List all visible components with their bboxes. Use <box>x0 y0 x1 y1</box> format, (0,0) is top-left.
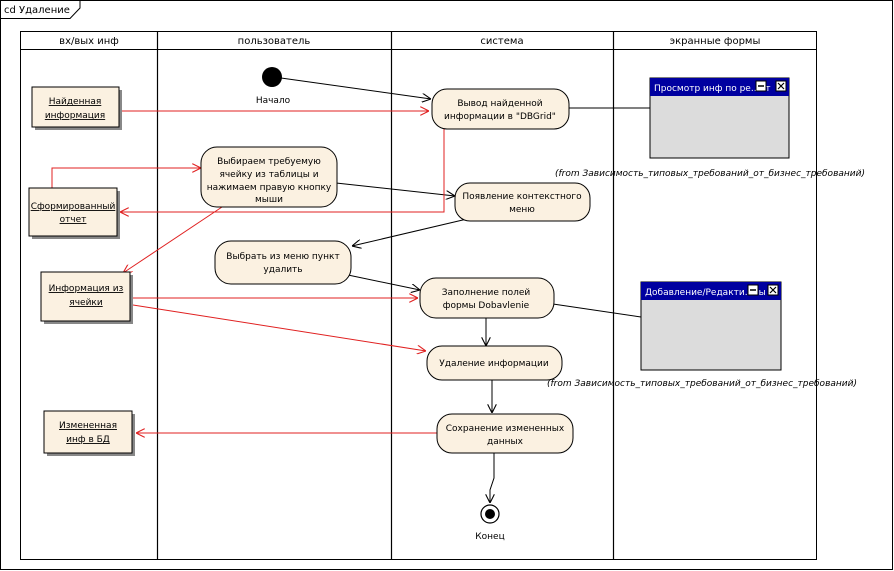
svg-text:Выбираем требуемую: Выбираем требуемую <box>217 157 321 167</box>
form-dobavlenie-note: (from Зависимость_типовых_требований_от_… <box>547 379 857 389</box>
frame-tab <box>0 0 81 19</box>
activity-vyvod[interactable]: Вывод найденной информации в "DBGrid" <box>431 88 570 130</box>
svg-text:Заполнение полей: Заполнение полей <box>442 288 531 298</box>
activity-vybiraem[interactable]: Выбираем требуемую ячейку из таблицы и н… <box>200 146 338 208</box>
svg-text:меню: меню <box>509 205 535 215</box>
flow-poyavlenie-to-vybrat <box>352 218 468 246</box>
svg-text:Сформированный: Сформированный <box>31 202 116 212</box>
flow-start-to-vyvod <box>280 77 431 99</box>
lane-io: вх/вых инф <box>59 36 119 47</box>
svg-text:Выбрать из меню пункт: Выбрать из меню пункт <box>226 252 339 262</box>
svg-text:мыши: мыши <box>255 195 283 205</box>
svg-text:ячейки: ячейки <box>69 298 103 308</box>
activity-udalenie[interactable]: Удаление информации <box>426 345 563 381</box>
lane-system: система <box>480 36 523 47</box>
start-node <box>262 67 282 87</box>
svg-text:Сохранение измененных: Сохранение измененных <box>446 424 565 434</box>
svg-text:Удаление информации: Удаление информации <box>439 359 549 369</box>
end-label: Конец <box>475 532 504 542</box>
svg-text:Вывод найденной: Вывод найденной <box>457 99 542 109</box>
svg-text:Появление контекстного: Появление контекстного <box>462 192 582 202</box>
object-izmenennaya[interactable]: Измененная инф в БД <box>43 410 135 456</box>
flow-vybrat-to-zapolnenie <box>347 274 420 290</box>
flow-vybiraem-to-poyavlenie <box>335 182 455 196</box>
form-dobavlenie[interactable]: Добавление/Редакти...вы <box>640 281 782 371</box>
flow-informaciya-to-udalenie <box>132 304 426 351</box>
object-informaciya[interactable]: Информация из ячейки <box>40 271 133 324</box>
svg-text:отчет: отчет <box>60 215 87 225</box>
svg-text:инф в БД: инф в БД <box>66 435 110 445</box>
lane-forms: экранные формы <box>670 36 761 47</box>
swimlanes: вх/вых инф пользователь система экранные… <box>20 31 817 560</box>
form-prosmotr[interactable]: Просмотр инф по ре...нт <box>649 77 790 159</box>
svg-text:Информация из: Информация из <box>49 284 124 294</box>
frame-title: cd Удаление <box>4 5 70 16</box>
start-label: Начало <box>256 96 291 106</box>
form-prosmotr-title: Просмотр инф по ре...нт <box>654 84 771 94</box>
activity-sohranenie[interactable]: Сохранение измененных данных <box>436 413 574 454</box>
object-naydennaya[interactable]: Найденная информация <box>31 86 122 130</box>
svg-text:удалить: удалить <box>263 265 302 275</box>
lane-user: пользователь <box>238 36 311 47</box>
flow-sohranenie-to-end <box>490 453 495 503</box>
activity-zapolnenie[interactable]: Заполнение полей формы Dobavlenie <box>419 277 555 319</box>
svg-text:Найденная: Найденная <box>49 97 102 107</box>
svg-text:информация: информация <box>45 111 105 121</box>
form-prosmotr-note: (from Зависимость_типовых_требований_от_… <box>555 169 865 179</box>
svg-text:нажимаем правую кнопку: нажимаем правую кнопку <box>207 183 332 193</box>
assoc-zapolnenie-dobavlenie <box>552 303 642 318</box>
activity-poyavlenie[interactable]: Появление контекстного меню <box>454 182 591 222</box>
svg-text:информации в "DBGrid": информации в "DBGrid" <box>444 112 556 122</box>
activity-vybrat[interactable]: Выбрать из меню пункт удалить <box>214 240 352 285</box>
svg-text:Измененная: Измененная <box>59 421 117 431</box>
flow-vybiraem-to-informaciya <box>123 206 223 273</box>
svg-text:ячейку из таблицы и: ячейку из таблицы и <box>219 170 318 180</box>
flow-vyvod-to-sformirovanny <box>120 129 445 212</box>
flow-sformirovanny-to-vybiraem <box>51 168 201 188</box>
flows <box>51 77 650 503</box>
form-dobavlenie-title: Добавление/Редакти...вы <box>645 288 766 298</box>
object-sformirovanny[interactable]: Сформированный отчет <box>28 187 120 239</box>
svg-text:формы Dobavlenie: формы Dobavlenie <box>443 301 530 311</box>
end-node <box>480 504 500 524</box>
svg-text:данных: данных <box>487 437 524 447</box>
